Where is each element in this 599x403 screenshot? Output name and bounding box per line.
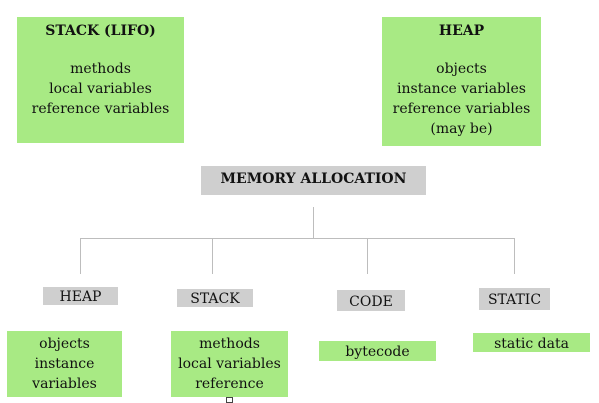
heap-summary-box: HEAP objects instance variables referenc… (382, 17, 541, 146)
heap-details-box: objects instance variables (7, 331, 122, 397)
heap-detail-line: instance (34, 356, 95, 372)
horizontal-bus-connector (80, 238, 515, 239)
stack-detail-line: local variables (178, 356, 281, 372)
stack-summary-line: methods (70, 61, 131, 77)
code-details-box: bytecode (319, 341, 436, 361)
code-node-label: CODE (349, 294, 393, 310)
memory-allocation-label: MEMORY ALLOCATION (220, 171, 407, 187)
heap-summary-line: instance variables (397, 81, 526, 97)
static-details-box: static data (473, 333, 590, 352)
stack-node-label: STACK (190, 291, 240, 307)
heap-summary-title: HEAP (438, 23, 485, 39)
stack-node: STACK (177, 289, 253, 307)
stack-detail-line: reference (195, 376, 264, 392)
stack-summary-box: STACK (LIFO) methods local variables ref… (17, 17, 184, 143)
heap-detail-line: variables (32, 376, 97, 392)
stack-summary-title: STACK (LIFO) (45, 23, 156, 39)
code-node: CODE (337, 290, 405, 311)
code-detail-line: bytecode (345, 344, 410, 360)
static-branch-connector (514, 238, 515, 274)
heap-summary-line: objects (436, 61, 487, 77)
heap-summary-line: reference variables (392, 101, 531, 117)
heap-node-label: HEAP (59, 289, 102, 305)
code-branch-connector (367, 238, 368, 274)
stack-details-box: methods local variables reference (171, 331, 288, 397)
resize-handle-marker (226, 397, 233, 403)
memory-allocation-node: MEMORY ALLOCATION (201, 166, 426, 195)
stack-summary-line: local variables (49, 81, 152, 97)
heap-summary-line: (may be) (430, 121, 493, 137)
heap-detail-line: objects (39, 336, 90, 352)
static-detail-line: static data (494, 336, 569, 352)
static-node-label: STATIC (487, 292, 542, 308)
stack-summary-line: reference variables (31, 101, 170, 117)
static-node: STATIC (479, 288, 550, 310)
root-stem-connector (313, 207, 314, 239)
heap-branch-connector (80, 238, 81, 274)
stack-detail-line: methods (199, 336, 260, 352)
heap-node: HEAP (43, 287, 118, 305)
stack-branch-connector (212, 238, 213, 274)
